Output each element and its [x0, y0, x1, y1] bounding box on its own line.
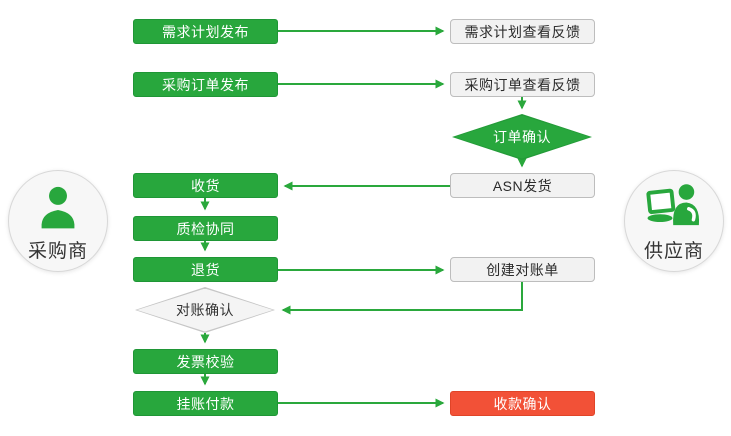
- node-label: 退货: [191, 261, 220, 278]
- buyer-label: 采购商: [27, 241, 88, 262]
- node-label: 发票校验: [176, 353, 235, 370]
- node-asn-ship: ASN发货: [450, 173, 595, 198]
- node-demand-plan-publish: 需求计划发布: [133, 19, 278, 44]
- supplier-label: 供应商: [643, 241, 704, 262]
- node-label: 采购订单查看反馈: [464, 76, 581, 93]
- node-order-confirm: 订单确认: [452, 114, 592, 160]
- node-po-feedback: 采购订单查看反馈: [450, 72, 595, 97]
- node-return-goods: 退货: [133, 257, 278, 282]
- node-create-statement: 创建对账单: [450, 257, 595, 282]
- node-label: 对账确认: [176, 302, 234, 318]
- buyer-person-icon: [41, 186, 75, 229]
- node-receipt-confirm: 收款确认: [450, 391, 595, 416]
- supplier-person-laptop-icon: [646, 184, 700, 226]
- node-label: 挂账付款: [176, 395, 235, 412]
- node-label: 需求计划发布: [162, 23, 249, 40]
- node-label: 质检协同: [176, 220, 235, 237]
- edge-statement-to-confirm: [281, 282, 523, 315]
- node-payment-on-account: 挂账付款: [133, 391, 278, 416]
- node-invoice-verify: 发票校验: [133, 349, 278, 374]
- node-demand-plan-feedback: 需求计划查看反馈: [450, 19, 595, 44]
- actor-buyer: 采购商: [8, 170, 108, 272]
- node-label: 创建对账单: [486, 261, 559, 278]
- node-label: 采购订单发布: [162, 76, 249, 93]
- node-label: 订单确认: [493, 129, 551, 145]
- node-label: 收货: [191, 177, 220, 194]
- node-label: ASN发货: [492, 177, 553, 194]
- node-statement-confirm: 对账确认: [135, 287, 275, 333]
- actor-supplier: 供应商: [624, 170, 724, 272]
- node-quality-check: 质检协同: [133, 216, 278, 241]
- node-po-publish: 采购订单发布: [133, 72, 278, 97]
- node-label: 需求计划查看反馈: [464, 23, 581, 40]
- node-label: 收款确认: [493, 395, 552, 412]
- node-receive-goods: 收货: [133, 173, 278, 198]
